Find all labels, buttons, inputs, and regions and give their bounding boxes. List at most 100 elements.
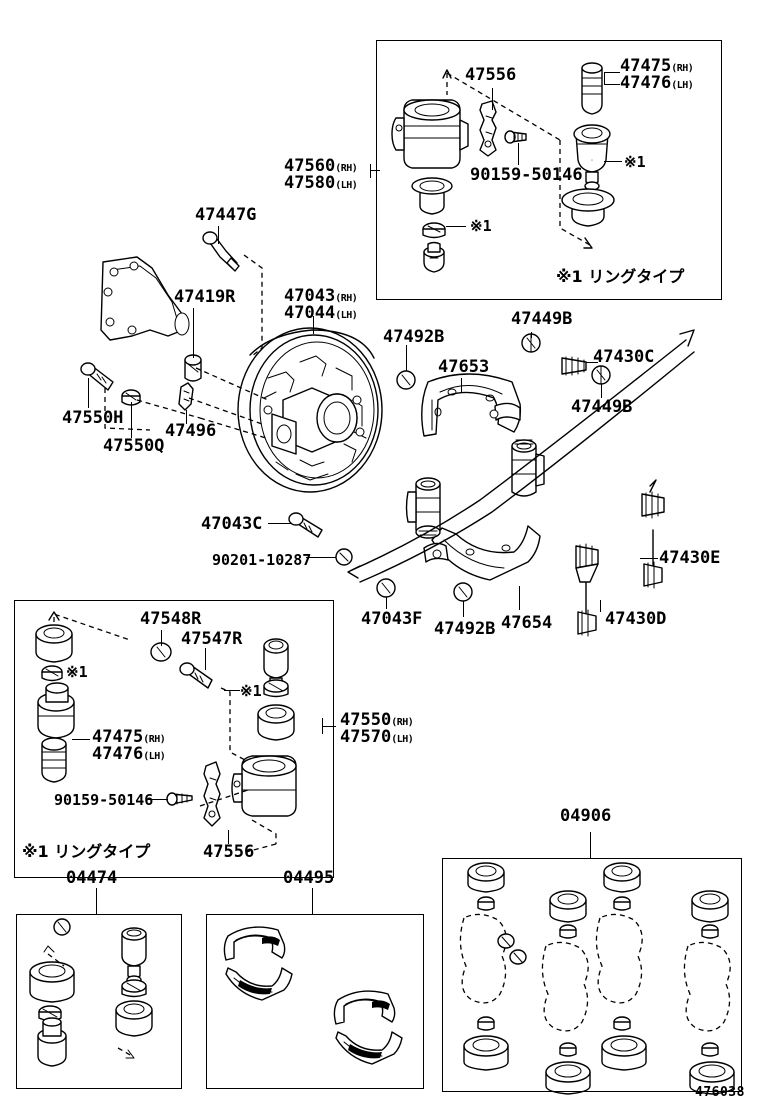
art-backing-plate — [238, 328, 382, 492]
art-shoe-47654 — [424, 526, 540, 580]
leader-47496 — [186, 410, 188, 424]
art-bolt-47447g — [203, 232, 239, 271]
label-47556-box: 47556 — [203, 842, 255, 862]
note-ring-type-top: ※1 リングタイプ — [556, 267, 685, 286]
inset-box-left-cylinder — [14, 600, 334, 878]
label-47550q: 47550Q — [103, 436, 165, 456]
label-47570-lh-box: 47570(LH) — [340, 727, 414, 747]
label-47476-top: 47476(LH) — [620, 73, 694, 93]
leader-47654 — [519, 586, 521, 610]
art-shoe-47653 — [422, 374, 521, 436]
art-screw-47043c — [289, 513, 322, 537]
label-note-marker-box-mid: ※1 — [240, 682, 262, 700]
art-cup-47492b-top — [397, 371, 415, 389]
leader-90159-box — [148, 799, 168, 801]
leader-47430d — [600, 600, 602, 612]
leader-47475-bracket-top — [604, 72, 606, 84]
leader-47043f — [386, 597, 388, 609]
art-spring-47430d — [576, 544, 598, 636]
label-47475-box: 47475(RH) — [92, 727, 166, 747]
label-90201-10287: 90201-10287 — [212, 551, 312, 569]
art-nut-47043f — [377, 579, 395, 597]
leader-47449b-bottom — [601, 384, 603, 398]
leader-90201 — [306, 557, 336, 559]
leader-47430c — [586, 362, 598, 364]
leader-47560-vert — [370, 164, 372, 178]
leader-47548r-box — [161, 630, 163, 646]
label-47430d: 47430D — [605, 609, 667, 629]
label-47449b-bottom: 47449B — [571, 397, 633, 417]
label-47492b-top: 47492B — [383, 327, 445, 347]
leader-47550-vert — [322, 718, 324, 734]
leader-47492b-top — [406, 345, 408, 371]
leader-47550h — [88, 378, 90, 408]
art-adjuster-right — [512, 440, 544, 496]
art-bolt-47550h — [81, 363, 113, 390]
leader-90159-top — [518, 143, 520, 165]
label-47043-rh: 47043(RH) — [284, 286, 358, 306]
leader-kit-04906 — [590, 832, 592, 858]
leader-note1-box — [224, 690, 240, 692]
leader-47043c — [268, 523, 292, 525]
label-47560-rh: 47560(RH) — [284, 156, 358, 176]
leader-47492b-bottom — [463, 601, 465, 617]
label-90159-box: 90159-50146 — [54, 791, 154, 809]
leader-47475-box — [72, 739, 90, 741]
leader-47419r — [193, 308, 195, 358]
label-47475-top: 47475(RH) — [620, 56, 694, 76]
art-bolt-90201 — [336, 549, 352, 565]
label-47044-lh: 47044(LH) — [284, 303, 358, 323]
label-kit-04906: 04906 — [560, 806, 612, 826]
leader-47449b-top — [531, 332, 533, 338]
leader-47550q — [131, 402, 133, 438]
leader-47430e — [640, 558, 658, 560]
label-47430e: 47430E — [659, 548, 721, 568]
art-adjuster-left — [407, 478, 441, 538]
kit-box-04474 — [16, 914, 182, 1089]
label-kit-04495: 04495 — [283, 868, 335, 888]
leader-47556-top — [492, 88, 494, 110]
label-47043f: 47043F — [361, 609, 423, 629]
label-47653: 47653 — [438, 357, 490, 377]
leader-kit-04495 — [312, 888, 314, 914]
label-47496: 47496 — [165, 421, 217, 441]
kit-box-04906 — [442, 858, 742, 1092]
leader-kit-04474 — [96, 888, 98, 914]
note-ring-type-box-left: ※1 リングタイプ — [22, 842, 151, 861]
art-plug-47419r — [185, 355, 201, 381]
figure-number: 476038 — [695, 1085, 745, 1100]
art-spring-47430c — [562, 357, 586, 375]
label-note-marker-top-left: ※1 — [470, 217, 492, 235]
label-47654: 47654 — [501, 613, 553, 633]
art-cup-47492b-bottom — [454, 583, 472, 601]
label-47550-rh-box: 47550(RH) — [340, 710, 414, 730]
leader-47556-box — [228, 830, 230, 844]
label-note-marker-top-right: ※1 — [624, 153, 646, 171]
art-spring-47430e — [642, 480, 664, 588]
art-clip-47496 — [179, 383, 193, 410]
leader-note1-topleft — [446, 226, 466, 228]
label-47492b-bottom: 47492B — [434, 619, 496, 639]
leader-47475-top — [604, 72, 620, 74]
leader-47043-plate — [313, 316, 315, 334]
label-kit-04474: 04474 — [66, 868, 118, 888]
label-47548r: 47548R — [140, 609, 202, 629]
label-47556-top: 47556 — [465, 65, 517, 85]
leader-47653 — [461, 378, 463, 392]
leader-47550-box — [322, 726, 336, 728]
art-pin-47449b-bottom — [592, 366, 610, 384]
label-90159-top: 90159-50146 — [470, 165, 583, 185]
leader-note1-top — [604, 161, 622, 163]
label-47580-lh: 47580(LH) — [284, 173, 358, 193]
leader-47476-top — [604, 84, 620, 86]
label-47550h: 47550H — [62, 408, 124, 428]
label-47547r: 47547R — [181, 629, 243, 649]
label-47476-box: 47476(LH) — [92, 744, 166, 764]
label-47430c: 47430C — [593, 347, 655, 367]
label-47419r: 47419R — [174, 287, 236, 307]
label-note-marker-box-left: ※1 — [66, 663, 88, 681]
leader-47447g — [218, 226, 220, 244]
leader-47560-bracket — [370, 170, 380, 172]
label-47449b-top: 47449B — [511, 309, 573, 329]
